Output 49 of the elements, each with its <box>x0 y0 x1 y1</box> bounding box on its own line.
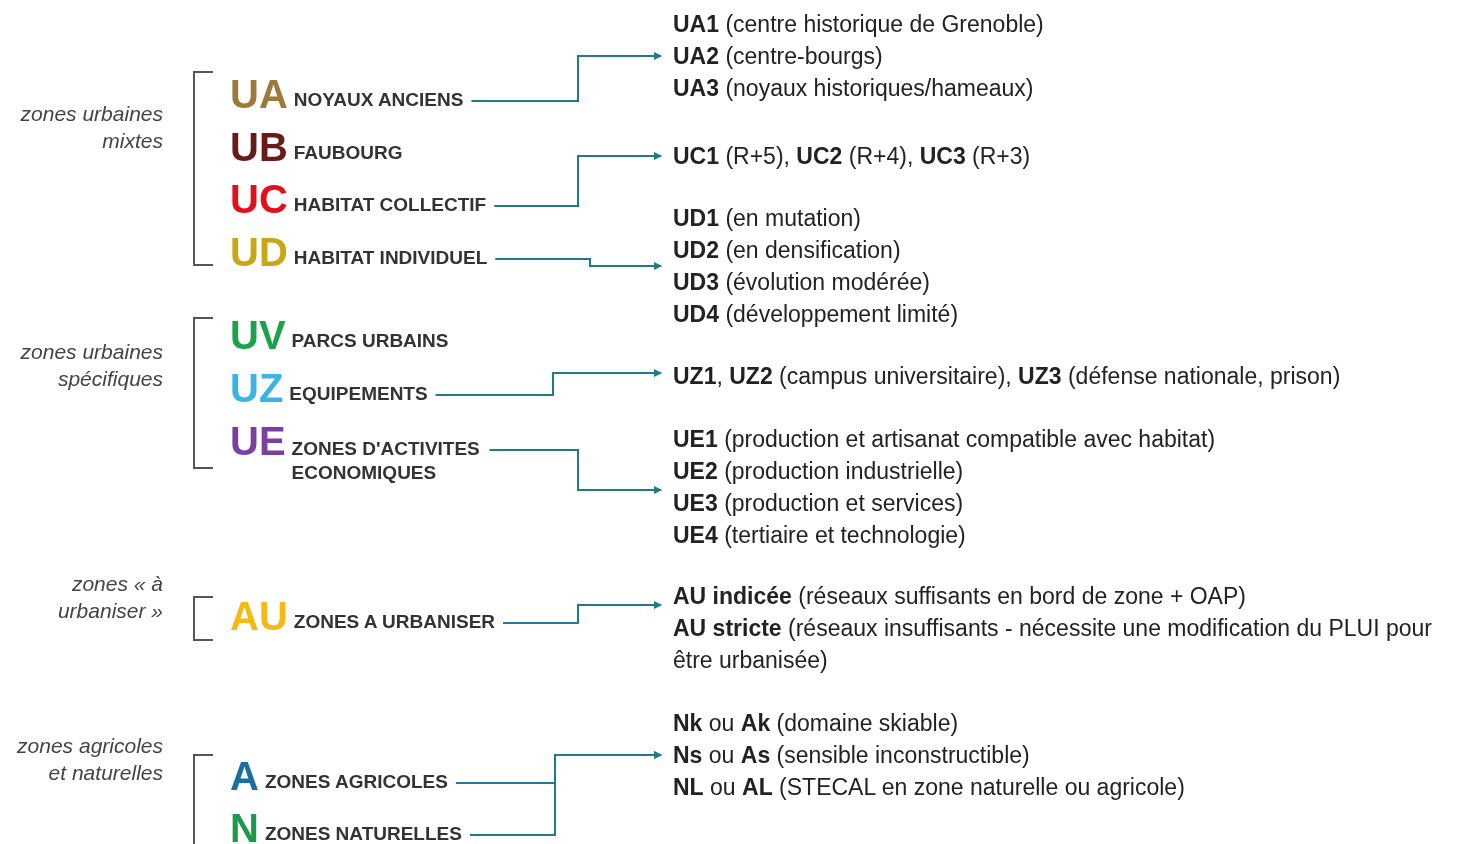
zone-description: AU indicée (réseaux suffisants en bord de zone + OAP) <box>673 582 1247 611</box>
zone-description: UD1 (en mutation) <box>673 204 862 233</box>
zone-description: UZ1, UZ2 (campus universitaire), UZ3 (défense nationale, prison) <box>673 362 1341 391</box>
zone-name: NOYAUX ANCIENS <box>293 88 464 112</box>
arrow <box>502 601 662 624</box>
arrow <box>493 152 662 207</box>
zone-description: UE2 (production industrielle) <box>673 457 965 486</box>
zone-description: UE3 (production et services) <box>673 489 965 518</box>
arrow <box>494 258 662 270</box>
zone-name: EQUIPEMENTS <box>289 382 428 406</box>
zone-description: AU stricte (réseaux insuffisants - nécessite une modification du PLUI pour être urbanisée) <box>673 614 1433 675</box>
zone-description: UE4 (tertiaire et technologie) <box>673 521 967 550</box>
zone-description: UC1 (R+5), UC2 (R+4), UC3 (R+3) <box>673 142 1031 171</box>
zone-name: ZONES D'ACTIVITES ECONOMIQUES <box>291 437 481 485</box>
zone-name: FAUBOURG <box>293 141 403 165</box>
zone-name: HABITAT COLLECTIF <box>293 193 487 217</box>
zone-description: NL ou AL (STECAL en zone naturelle ou agricole) <box>673 773 1185 802</box>
zone-code: UV <box>230 313 286 357</box>
zone-name: PARCS URBAINS <box>291 329 449 353</box>
zone-name: ZONES NATURELLES <box>264 822 462 844</box>
zone-description: Nk ou Ak (domaine skiable) <box>673 709 960 738</box>
group-label: zones « à urbaniser » <box>56 571 163 624</box>
zone-code: UC <box>230 177 288 221</box>
arrow <box>468 751 662 836</box>
zone-code: UE <box>230 419 286 463</box>
zone-description: Ns ou As (sensible inconstructible) <box>673 741 1031 770</box>
arrow <box>470 52 662 102</box>
zone-code: UZ <box>230 366 284 410</box>
zone-code: UA <box>230 72 288 116</box>
group-label: zones agricoles et naturelles <box>16 733 163 786</box>
zone-name: ZONES A URBANISER <box>293 610 496 634</box>
zone-description: UA3 (noyaux historiques/hameaux) <box>673 74 1035 103</box>
zone-description: UD4 (développement limité) <box>673 300 959 329</box>
zone-name: HABITAT INDIVIDUEL <box>293 246 488 270</box>
group-label: zones urbaines spécifiques <box>19 339 163 392</box>
zone-code: UB <box>230 125 288 169</box>
zone-description: UD2 (en densification) <box>673 236 902 265</box>
zone-code: A <box>230 754 259 798</box>
zone-name: ZONES AGRICOLES <box>264 770 448 794</box>
zone-description: UA2 (centre-bourgs) <box>673 42 884 71</box>
arrow <box>488 449 662 494</box>
zone-code: N <box>230 806 259 844</box>
arrow <box>434 369 662 396</box>
zone-code: AU <box>230 594 288 638</box>
zone-description: UA1 (centre historique de Grenoble) <box>673 10 1044 39</box>
zone-description: UE1 (production et artisanat compatible avec habitat) <box>673 425 1216 454</box>
zone-description: UD3 (évolution modérée) <box>673 268 931 297</box>
zone-code: UD <box>230 230 288 274</box>
group-label: zones urbaines mixtes <box>19 101 163 154</box>
